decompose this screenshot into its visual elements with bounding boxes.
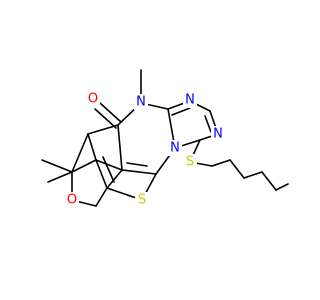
bond	[204, 115, 212, 133]
bond	[95, 187, 108, 207]
atom-n-methyl: N	[134, 94, 148, 110]
bond	[47, 171, 73, 183]
atom-label: S	[186, 155, 194, 170]
bond	[71, 159, 97, 173]
bond	[87, 133, 97, 161]
atom-labels: O N N N N S S O	[65, 91, 225, 208]
atom-label: N	[170, 141, 180, 156]
bond	[243, 171, 263, 179]
bonds	[41, 69, 289, 207]
bond	[121, 169, 157, 175]
atom-n-triazole-1: N	[183, 92, 197, 108]
atom-label: N	[185, 93, 195, 108]
molecule-canvas: O N N N N S S O	[41, 69, 289, 208]
atom-label: O	[67, 193, 77, 208]
bond	[95, 159, 108, 189]
bond	[171, 107, 191, 116]
bond	[102, 156, 115, 183]
structure-diagram: O N N N N S S O	[41, 69, 289, 208]
bond	[275, 183, 289, 191]
atom-label: N	[136, 95, 146, 110]
bond	[95, 159, 123, 171]
bond	[126, 162, 148, 167]
atom-n-fused: N	[168, 140, 182, 156]
bond	[99, 102, 122, 123]
bond	[261, 171, 277, 191]
bond	[41, 159, 73, 173]
atom-label: N	[213, 127, 223, 142]
bond	[106, 169, 123, 189]
atom-label: O	[88, 92, 98, 107]
atom-label: S	[138, 193, 146, 208]
atom-n-triazole-2: N	[211, 126, 225, 142]
atom-o-carbonyl: O	[86, 91, 100, 107]
bond	[229, 159, 245, 179]
bond	[87, 124, 119, 135]
bond	[117, 124, 123, 171]
atom-s-thioether: S	[183, 154, 197, 170]
bond	[211, 159, 231, 167]
atom-s-thiophene: S	[135, 192, 149, 208]
bond	[71, 133, 89, 173]
bond	[94, 108, 117, 129]
atom-o-pyran: O	[65, 192, 79, 208]
